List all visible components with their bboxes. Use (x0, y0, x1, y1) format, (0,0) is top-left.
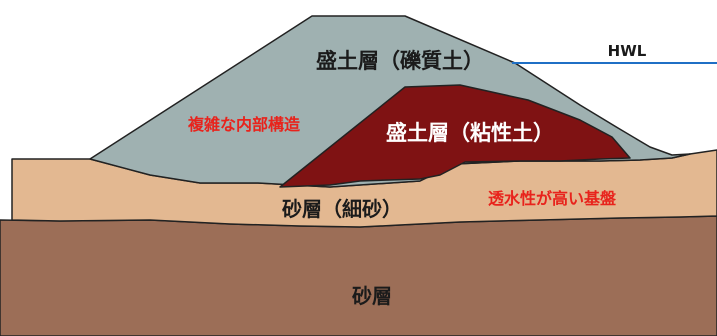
label-sand-fine: 砂層（細砂） (282, 197, 402, 221)
clay-embankment (279, 84, 631, 188)
label-hwl: HWL (608, 42, 647, 60)
label-embankment-clay: 盛土層（粘性土） (386, 121, 554, 145)
label-permeable-base: 透水性が高い基盤 (488, 189, 617, 208)
deep-sand-layer (0, 215, 717, 336)
label-embankment-gravel: 盛土層（礫質土） (316, 49, 484, 73)
label-sand-deep: 砂層 (352, 284, 392, 308)
label-complex-structure: 複雑な内部構造 (187, 115, 301, 134)
